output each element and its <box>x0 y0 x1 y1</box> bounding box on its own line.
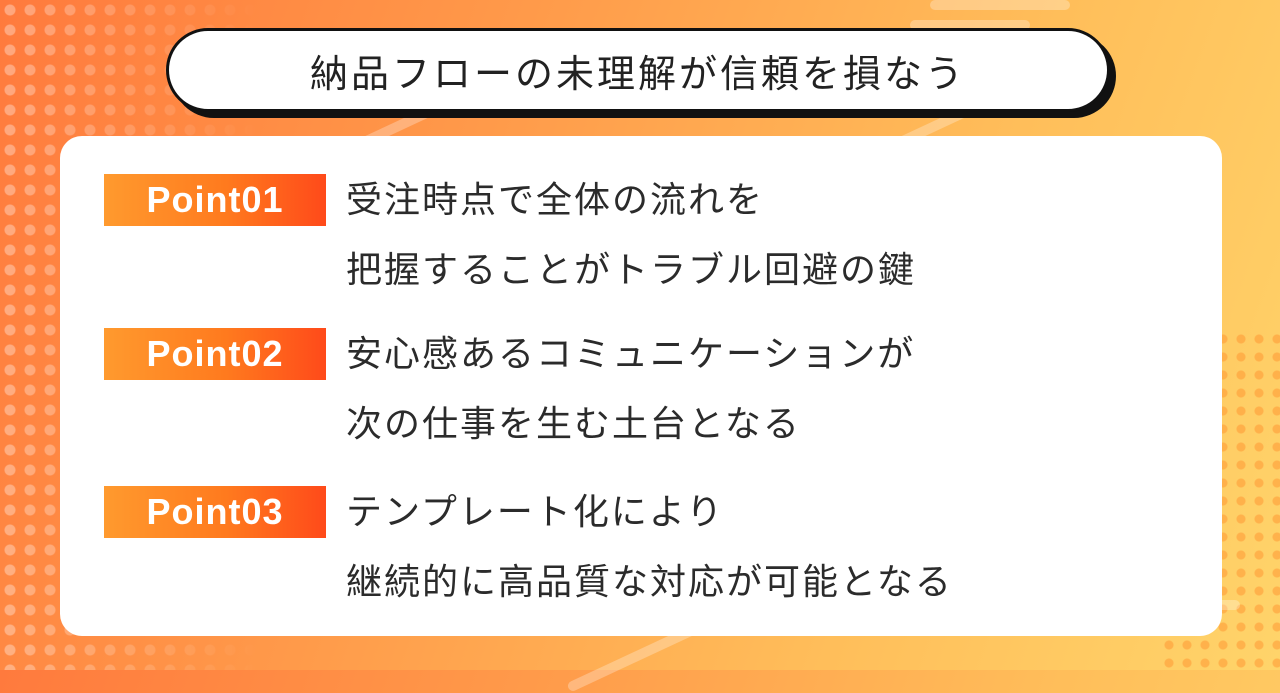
point-badge: Point01 <box>104 174 326 226</box>
point-item-03: Point03 テンプレート化により 継続的に高品質な対応が可能となる <box>104 478 953 618</box>
decorative-stripe <box>910 20 1030 30</box>
title-banner: 納品フローの未理解が信頼を損なう <box>166 28 1110 112</box>
point-line: 安心感あるコミュニケーションが <box>346 334 916 375</box>
point-badge: Point02 <box>104 328 326 380</box>
point-line: 把握することがトラブル回避の鍵 <box>346 250 917 291</box>
point-item-01: Point01 受注時点で全体の流れを 把握することがトラブル回避の鍵 <box>104 166 916 306</box>
point-description: 安心感あるコミュニケーションが 次の仕事を生む土台となる <box>346 320 915 460</box>
point-badge: Point03 <box>104 486 326 538</box>
decorative-stripe <box>930 0 1070 10</box>
point-item-02: Point02 安心感あるコミュニケーションが 次の仕事を生む土台となる <box>104 320 915 460</box>
point-description: テンプレート化により 継続的に高品質な対応が可能となる <box>346 478 953 618</box>
point-line: 次の仕事を生む土台となる <box>346 404 801 445</box>
point-line: 受注時点で全体の流れを <box>346 180 765 221</box>
page-title: 納品フローの未理解が信頼を損なう <box>309 51 966 96</box>
points-card: Point01 受注時点で全体の流れを 把握することがトラブル回避の鍵 Poin… <box>60 136 1222 636</box>
point-line: 継続的に高品質な対応が可能となる <box>346 562 953 603</box>
point-line: テンプレート化により <box>346 492 725 533</box>
point-description: 受注時点で全体の流れを 把握することがトラブル回避の鍵 <box>346 166 916 306</box>
